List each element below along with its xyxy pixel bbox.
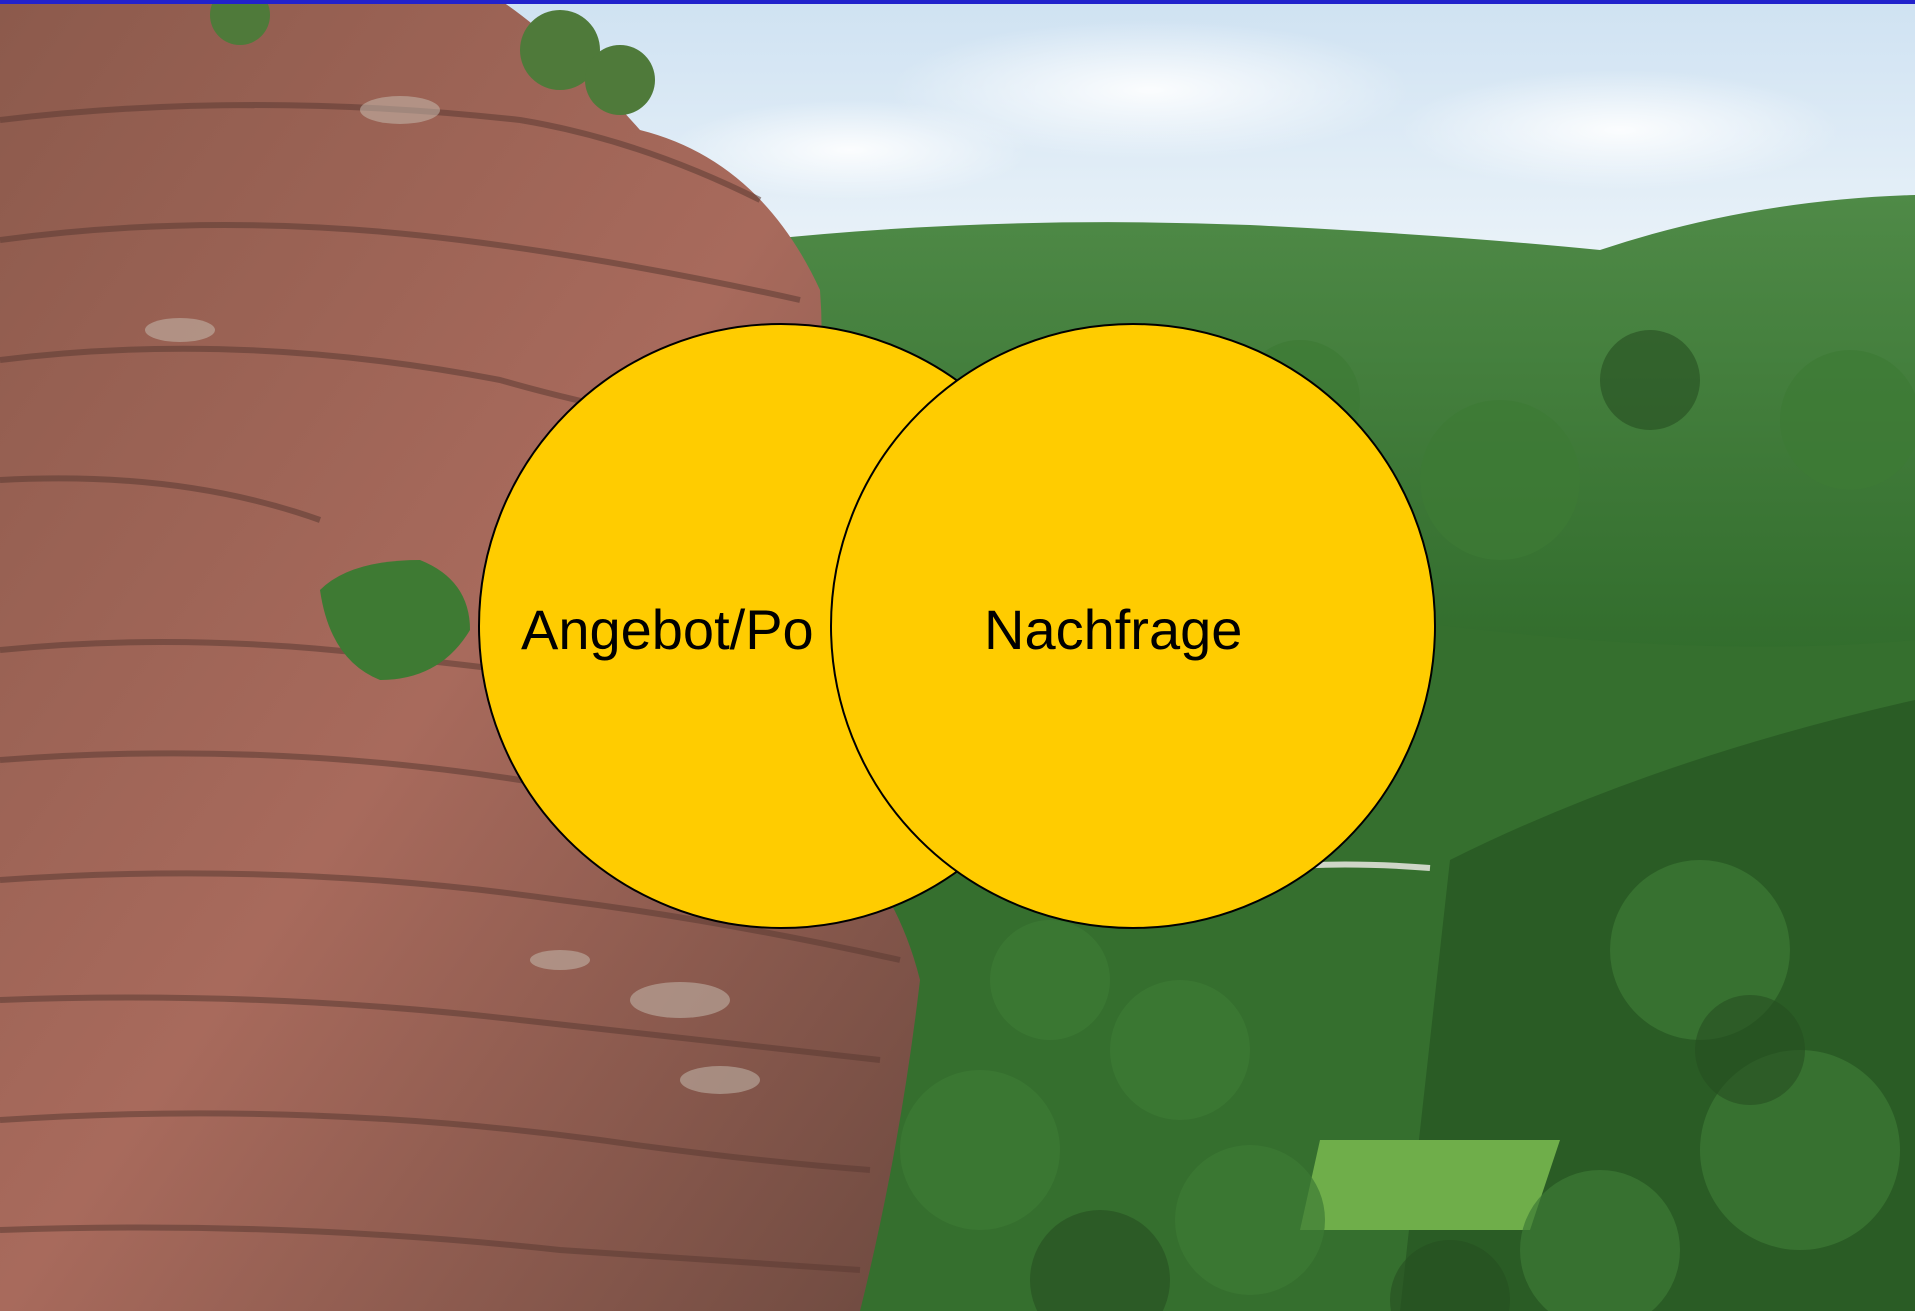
cloud	[1400, 70, 1840, 190]
cloud	[670, 100, 1030, 200]
cloud	[890, 20, 1410, 160]
meadow	[1300, 1140, 1560, 1230]
rock-hole	[320, 560, 470, 680]
venn-label-right: Nachfrage	[984, 598, 1243, 661]
venn-label-left: Angebot/Po	[521, 598, 814, 661]
venn-circle-right	[830, 323, 1436, 929]
top-border	[0, 0, 1915, 4]
